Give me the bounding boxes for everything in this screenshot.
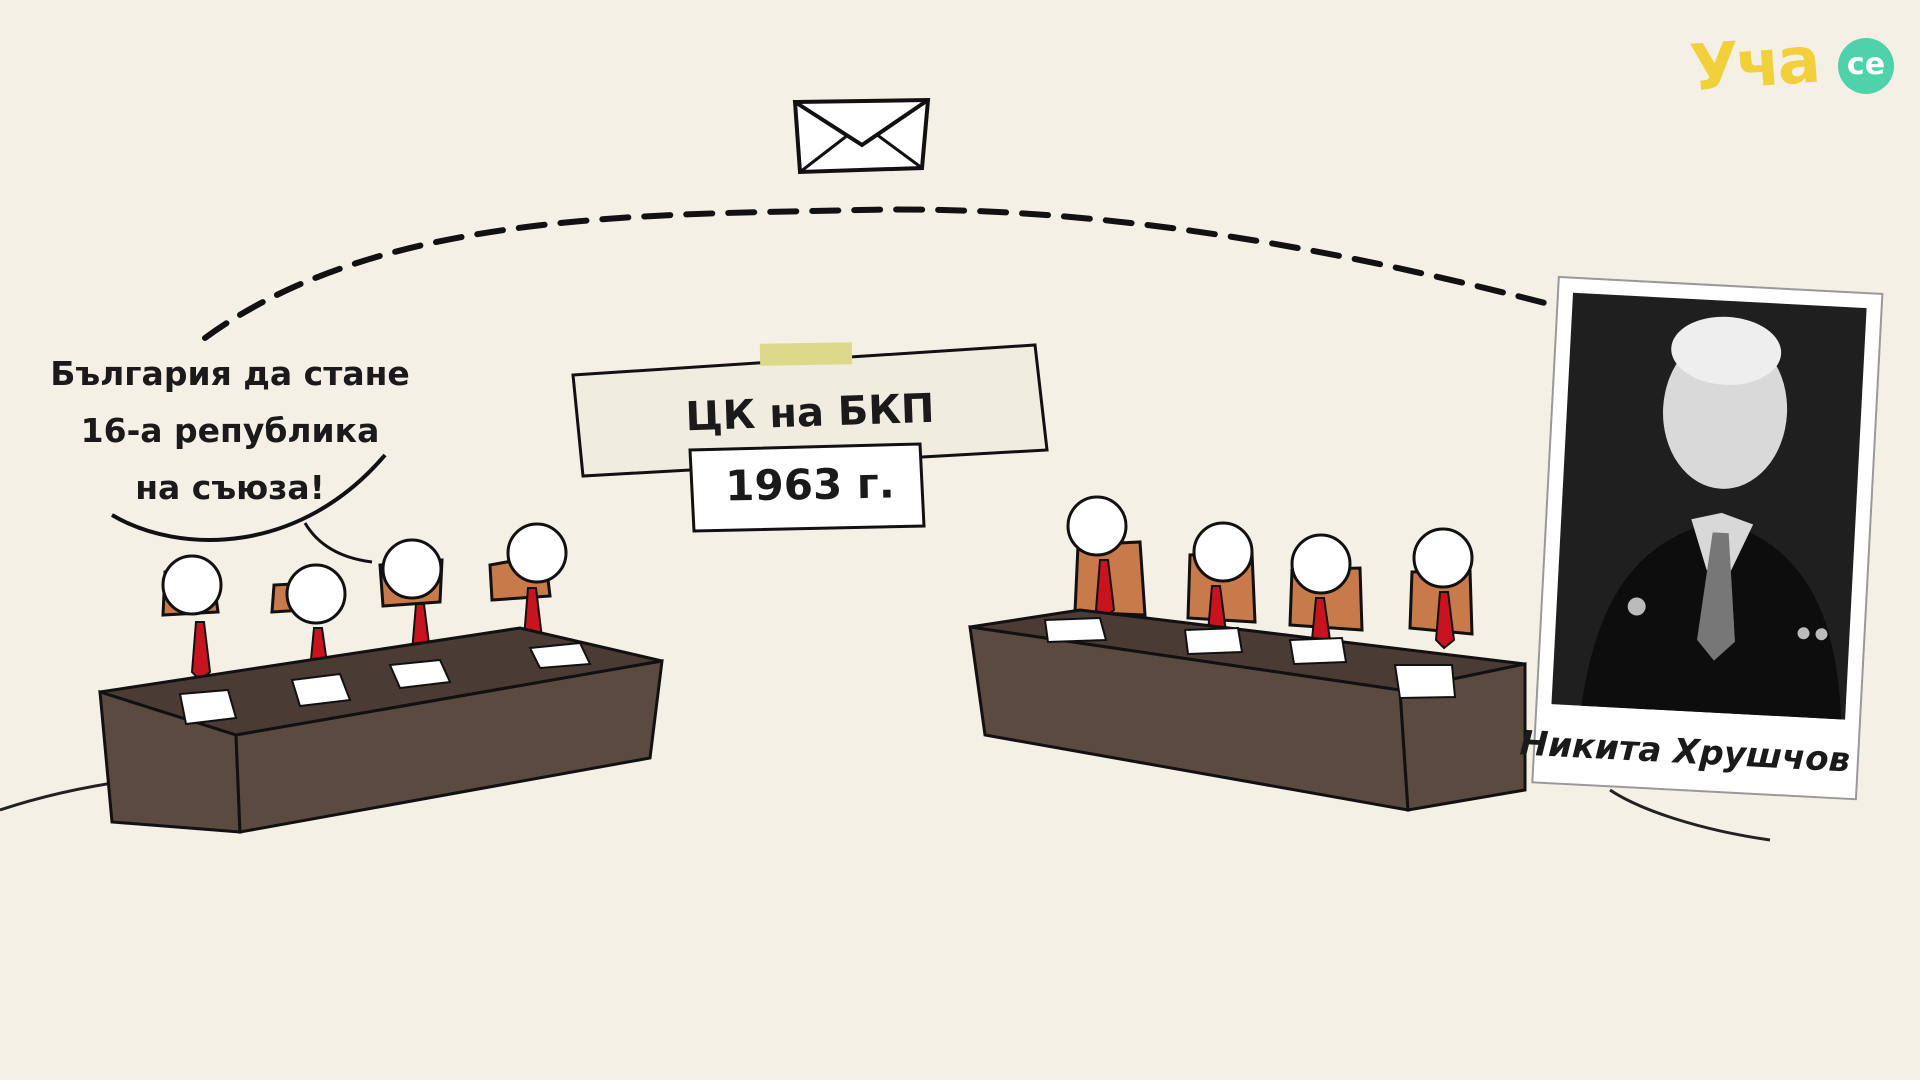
portrait-photo <box>1531 275 1884 801</box>
speech-line-2: 16-а република <box>80 411 380 450</box>
right-delegation <box>968 495 1527 812</box>
dashed-arc <box>202 206 1548 341</box>
speech-line-1: България да стане <box>50 354 410 393</box>
year-label: 1963 г. <box>724 458 896 511</box>
speech-bubble-tail <box>303 522 373 564</box>
floor-line-right <box>1609 788 1771 842</box>
speech-bubble-text: България да стане 16-а република на съюз… <box>30 345 430 516</box>
brand-logo-badge: се <box>1838 38 1894 94</box>
speech-line-3: на съюза! <box>135 468 325 507</box>
left-delegation <box>98 522 664 834</box>
portrait-silhouette <box>1581 316 1842 720</box>
envelope-icon <box>792 97 931 175</box>
brand-logo: Уча <box>1687 23 1820 107</box>
year-label-panel <box>688 442 926 533</box>
org-label-panel <box>571 342 1049 478</box>
speech-bubble-curve <box>110 453 387 542</box>
